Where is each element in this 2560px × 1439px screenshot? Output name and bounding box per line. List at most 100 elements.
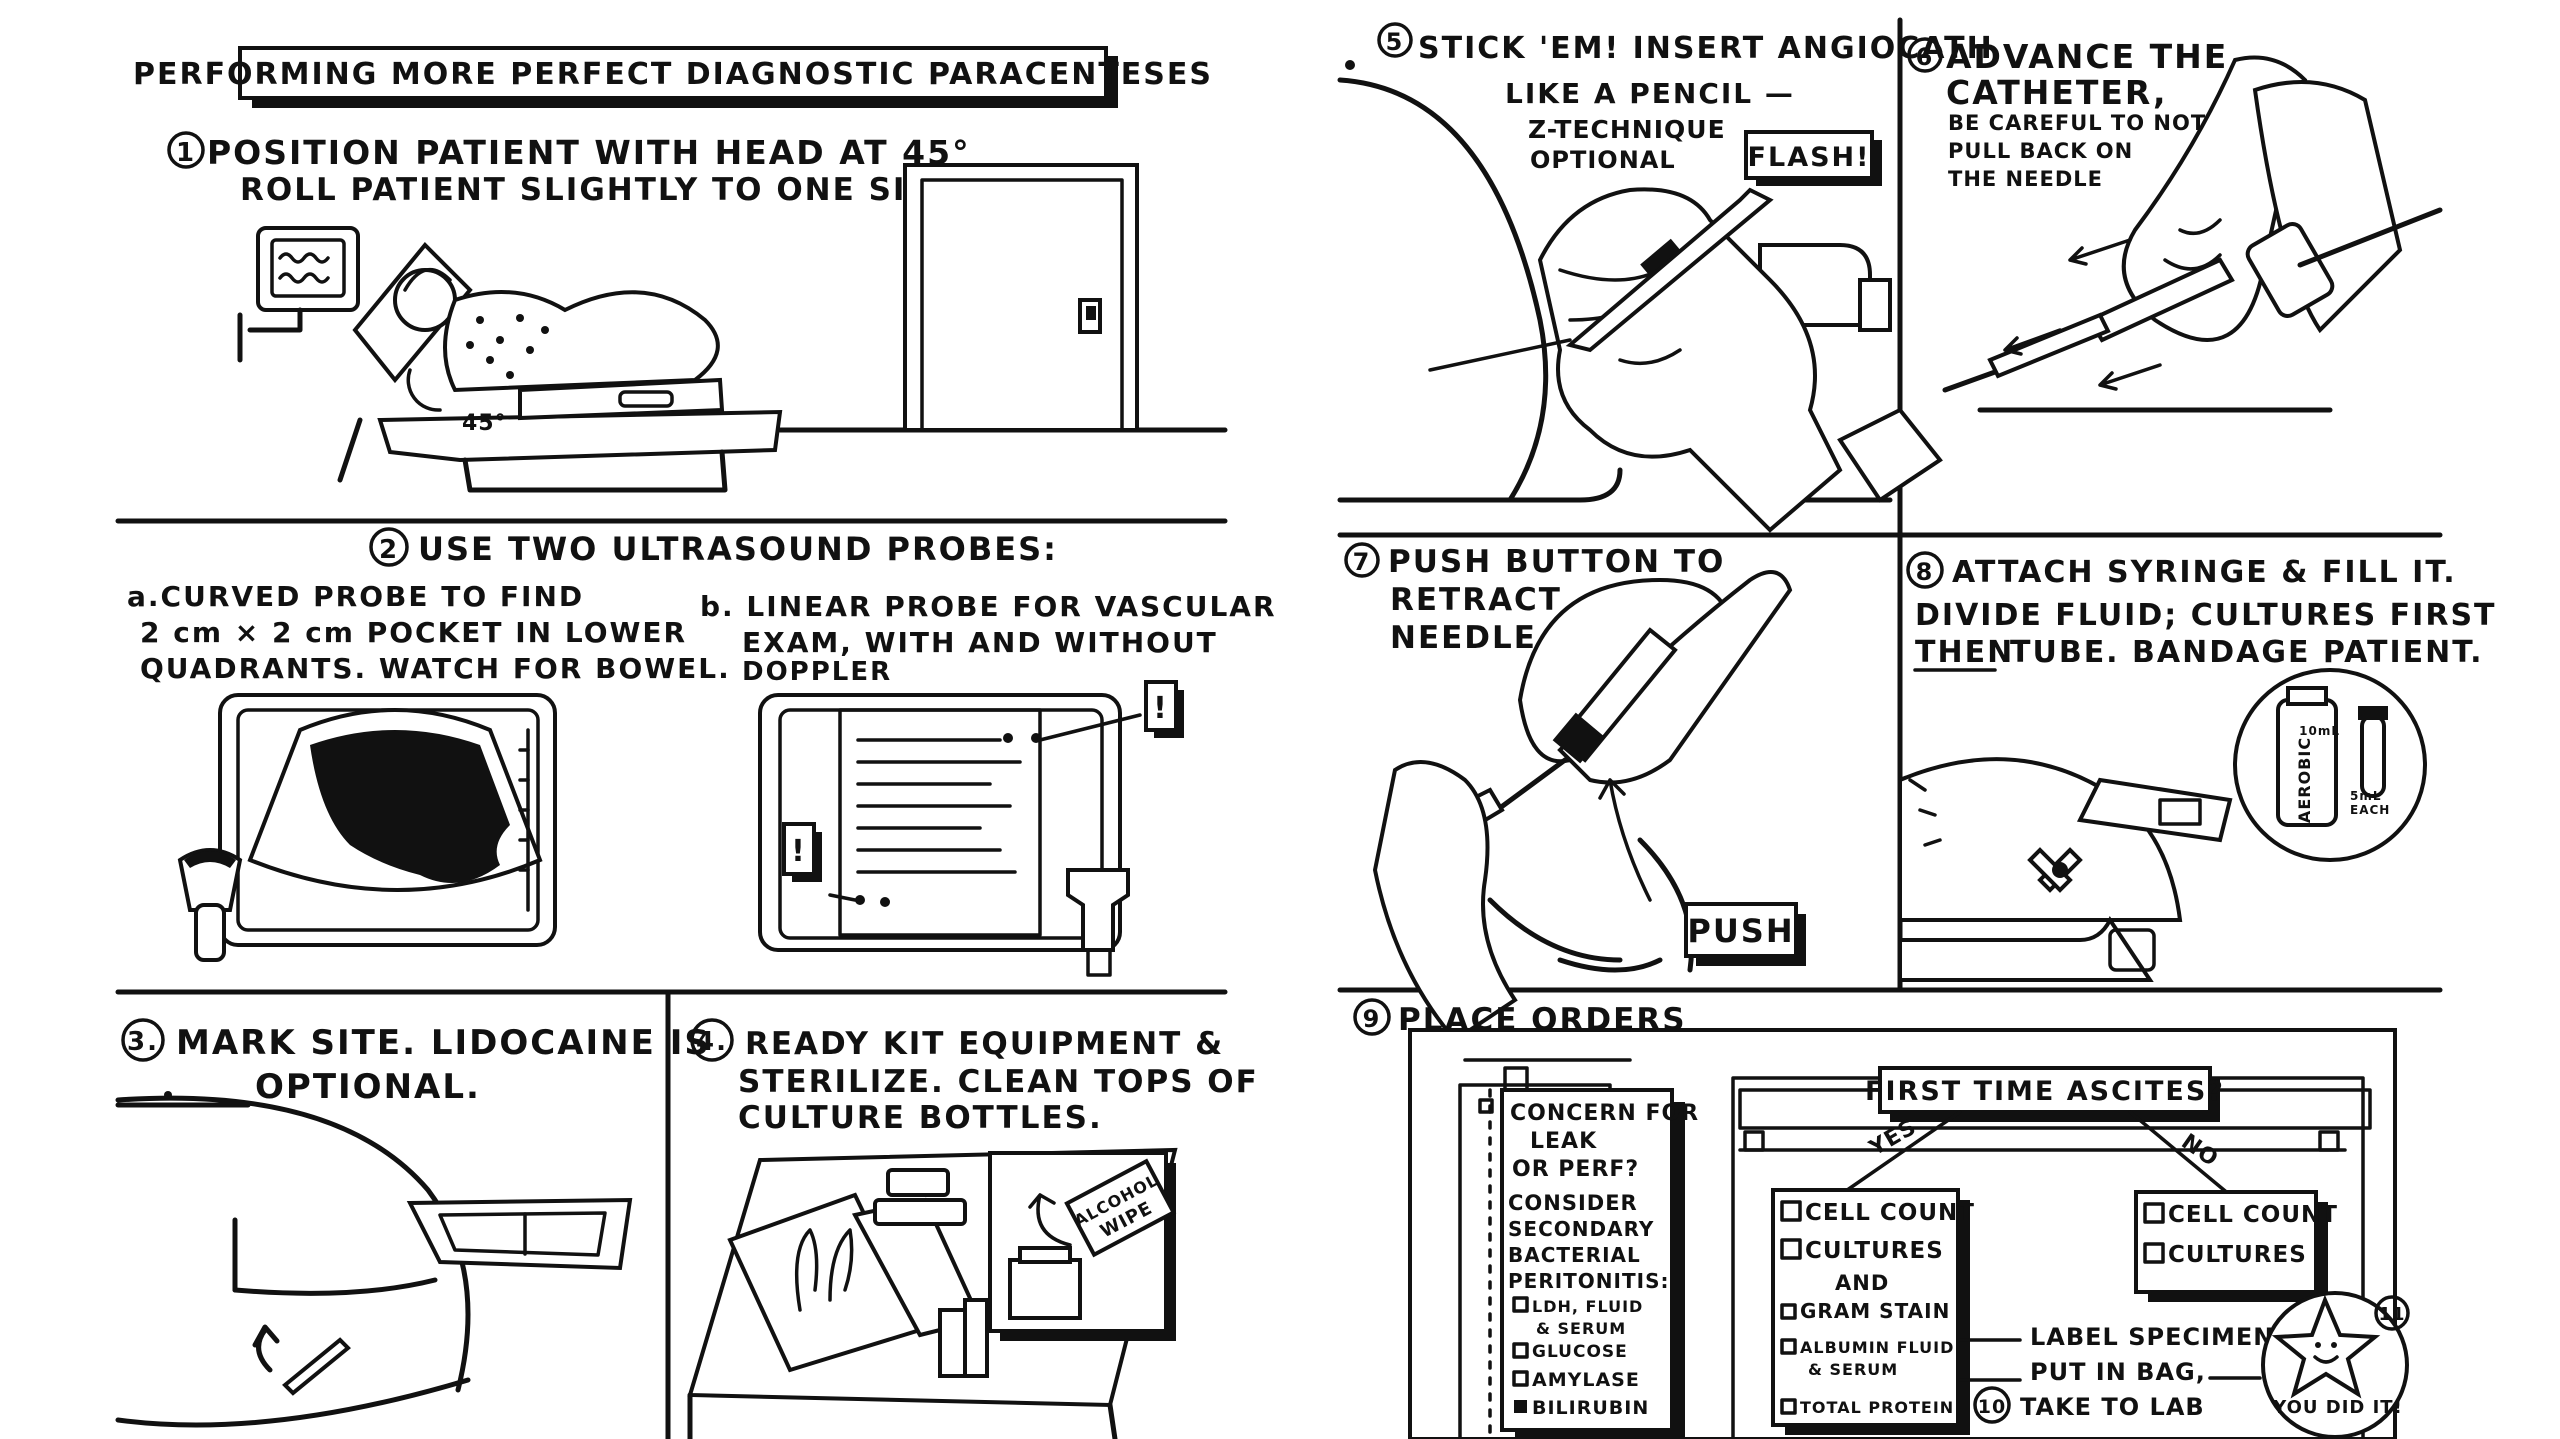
step-4-line-2: STERILIZE. CLEAN TOPS OF bbox=[738, 1064, 1259, 1100]
panel-step-9: 9 PLACE ORDERS FIRST TIME ASCITES? YES N… bbox=[1353, 998, 2410, 1439]
concern-line-4: CONSIDER bbox=[1508, 1191, 1638, 1215]
heart-monitor-illustration bbox=[237, 226, 360, 363]
panel-step-2: 2 USE TWO ULTRASOUND PROBES: a.CURVED PR… bbox=[127, 527, 1277, 977]
yes-item-total-protein: TOTAL PROTEIN bbox=[1800, 1398, 1954, 1417]
panel-step-6: 6 ADVANCE THE CATHETER, BE CAREFUL TO NO… bbox=[1907, 37, 2443, 413]
step-5-line-1: STICK 'EM! INSERT ANGIOCATH bbox=[1418, 31, 1994, 66]
panel-step-5: 5 STICK 'EM! INSERT ANGIOCATH LIKE A PEN… bbox=[1337, 22, 1994, 533]
step-6-note-1: BE CAREFUL TO NOT bbox=[1948, 111, 2206, 135]
step-2-heading: USE TWO ULTRASOUND PROBES: bbox=[418, 530, 1058, 568]
yes-item-albumin: ALBUMIN FLUID bbox=[1800, 1338, 1954, 1357]
title-banner: PERFORMING MORE PERFECT DIAGNOSTIC PARAC… bbox=[133, 46, 1213, 108]
step-2b-line-1: b. LINEAR PROBE FOR VASCULAR bbox=[700, 590, 1277, 623]
concern-item-ldh: LDH, FLUID bbox=[1532, 1297, 1643, 1316]
step-3-number: 3. bbox=[127, 1027, 159, 1057]
aerobic-bottle-label: AEROBIC bbox=[2295, 737, 2314, 823]
step-10-line-1: LABEL SPECIMENS bbox=[2030, 1323, 2293, 1351]
patient-bed-illustration: 45° bbox=[352, 242, 783, 493]
panel-step-7: 7 PUSH BUTTON TO RETRACT NEEDLE PUSH bbox=[1344, 542, 1806, 1043]
step-8-line-2: DIVIDE FLUID; CULTURES FIRST bbox=[1915, 598, 2497, 633]
yes-item-cell-count: CELL COUNT bbox=[1805, 1200, 1975, 1226]
volume-label-5ml: 5mL bbox=[2350, 789, 2382, 803]
step-8-then: THEN bbox=[1915, 635, 2014, 670]
concern-item-glucose: GLUCOSE bbox=[1532, 1342, 1628, 1362]
panel-step-4: 4. READY KIT EQUIPMENT & STERILIZE. CLEA… bbox=[687, 1018, 1259, 1439]
step-10-number: 10 bbox=[1978, 1396, 2006, 1418]
step-8-line-3: TUBE. BANDAGE PATIENT. bbox=[2010, 635, 2484, 670]
page-title: PERFORMING MORE PERFECT DIAGNOSTIC PARAC… bbox=[133, 57, 1213, 92]
step-7-line-3: NEEDLE bbox=[1390, 620, 1537, 656]
step-1-number: 1 bbox=[176, 138, 196, 168]
flash-label: FLASH! bbox=[1748, 142, 1871, 173]
yes-item-cultures: CULTURES bbox=[1805, 1238, 1944, 1264]
concern-for-leak-box: CONCERN FOR LEAK OR PERF? CONSIDER SECON… bbox=[1500, 1088, 1699, 1439]
concern-line-2: LEAK bbox=[1530, 1129, 1597, 1154]
volume-label-each: EACH bbox=[2350, 803, 2390, 817]
no-orders-box: CELL COUNT CULTURES bbox=[2134, 1190, 2338, 1302]
yes-orders-box: CELL COUNT CULTURES AND GRAM STAIN ALBUM… bbox=[1771, 1188, 1975, 1435]
step-6-line-2: CATHETER, bbox=[1946, 73, 2167, 112]
panel-step-8: 8 ATTACH SYRINGE & FILL IT. DIVIDE FLUID… bbox=[1898, 551, 2497, 982]
step-6-line-1: ADVANCE THE bbox=[1946, 37, 2228, 76]
step-2a-line-1: a.CURVED PROBE TO FIND bbox=[127, 580, 584, 613]
concern-line-3: OR PERF? bbox=[1512, 1157, 1639, 1182]
step-4-line-3: CULTURE BOTTLES. bbox=[738, 1100, 1103, 1136]
panel-step-1: 1 POSITION PATIENT WITH HEAD AT 45° ROLL… bbox=[167, 131, 1228, 493]
yes-item-albumin-serum: & SERUM bbox=[1808, 1360, 1898, 1379]
gloved-hand-with-angiocath bbox=[1428, 187, 1943, 533]
step-8-number: 8 bbox=[1916, 558, 1935, 586]
concern-line-7: PERITONITIS: bbox=[1508, 1269, 1669, 1293]
linear-probe-ultrasound-illustration: ! ! bbox=[758, 680, 1184, 977]
hand-advancing-catheter bbox=[1942, 55, 2443, 413]
yes-item-gram-stain: GRAM STAIN bbox=[1800, 1299, 1950, 1323]
step-7-line-2: RETRACT bbox=[1390, 582, 1562, 618]
concern-item-bilirubin: BILIRUBIN bbox=[1532, 1397, 1649, 1419]
doppler-alert-bottom: ! bbox=[791, 834, 807, 869]
step-11-you-did-it: 11 YOU DID IT! bbox=[2261, 1291, 2410, 1439]
step-7-line-1: PUSH BUTTON TO bbox=[1388, 544, 1725, 580]
curved-probe-ultrasound-illustration bbox=[177, 693, 557, 962]
door-illustration bbox=[903, 163, 1139, 432]
panel-step-3: 3. MARK SITE. LIDOCAINE IS OPTIONAL. bbox=[115, 1018, 709, 1428]
sterile-kit-illustration: ALCOHOL WIPE bbox=[687, 1147, 1178, 1439]
no-item-cell-count: CELL COUNT bbox=[2168, 1202, 2338, 1228]
step-6-number: 6 bbox=[1916, 43, 1935, 71]
concern-line-6: BACTERIAL bbox=[1508, 1243, 1641, 1267]
concern-item-ldh-serum: & SERUM bbox=[1536, 1319, 1626, 1338]
step-6-note-2: PULL BACK ON bbox=[1948, 139, 2133, 163]
step-2b-line-3: DOPPLER bbox=[742, 657, 892, 687]
step-7-number: 7 bbox=[1353, 548, 1372, 576]
step-4-number: 4. bbox=[696, 1027, 728, 1057]
first-time-ascites-question: FIRST TIME ASCITES? bbox=[1865, 1076, 2225, 1107]
bandaged-abdomen-illustration bbox=[1898, 757, 2233, 982]
hand-pushing-button bbox=[1372, 570, 1793, 1043]
no-item-cultures: CULTURES bbox=[2168, 1242, 2307, 1268]
step-10-line-3: TAKE TO LAB bbox=[2020, 1393, 2205, 1421]
step-10-label-specimens: 10 LABEL SPECIMENS PUT IN BAG, TAKE TO L… bbox=[1958, 1323, 2293, 1424]
step-5-number: 5 bbox=[1386, 28, 1405, 56]
head-angle-label: 45° bbox=[462, 411, 507, 436]
step-2-number: 2 bbox=[379, 535, 399, 565]
left-page-grid bbox=[115, 518, 1228, 1439]
step-2a-line-3: QUADRANTS. WATCH FOR BOWEL. bbox=[140, 652, 731, 685]
step-3-line-2: OPTIONAL. bbox=[255, 1067, 481, 1107]
step-10-line-2: PUT IN BAG, bbox=[2030, 1358, 2206, 1386]
step-5-line-3: Z-TECHNIQUE bbox=[1528, 115, 1726, 144]
yes-item-and: AND bbox=[1835, 1271, 1889, 1295]
push-label: PUSH bbox=[1687, 912, 1794, 950]
step-1-line-2: ROLL PATIENT SLIGHTLY TO ONE SIDE bbox=[240, 172, 957, 208]
step-8-line-1: ATTACH SYRINGE & FILL IT. bbox=[1952, 555, 2457, 590]
concern-line-1: CONCERN FOR bbox=[1510, 1101, 1699, 1126]
step-1-line-1: POSITION PATIENT WITH HEAD AT 45° bbox=[207, 133, 971, 172]
concern-line-5: SECONDARY bbox=[1508, 1217, 1654, 1241]
step-5-line-4: OPTIONAL bbox=[1530, 146, 1676, 174]
doppler-alert-top: ! bbox=[1153, 691, 1169, 726]
volume-label-10ml: 10mL bbox=[2299, 724, 2340, 738]
step-2a-line-2: 2 cm × 2 cm POCKET IN LOWER bbox=[140, 616, 687, 649]
step-5-line-2: LIKE A PENCIL — bbox=[1505, 77, 1795, 110]
concern-item-amylase: AMYLASE bbox=[1532, 1369, 1640, 1391]
culture-bottles-callout: AEROBIC 10mL 5mL EACH bbox=[2233, 668, 2427, 862]
step-4-line-1: READY KIT EQUIPMENT & bbox=[745, 1026, 1224, 1062]
step-6-note-3: THE NEEDLE bbox=[1948, 167, 2103, 191]
